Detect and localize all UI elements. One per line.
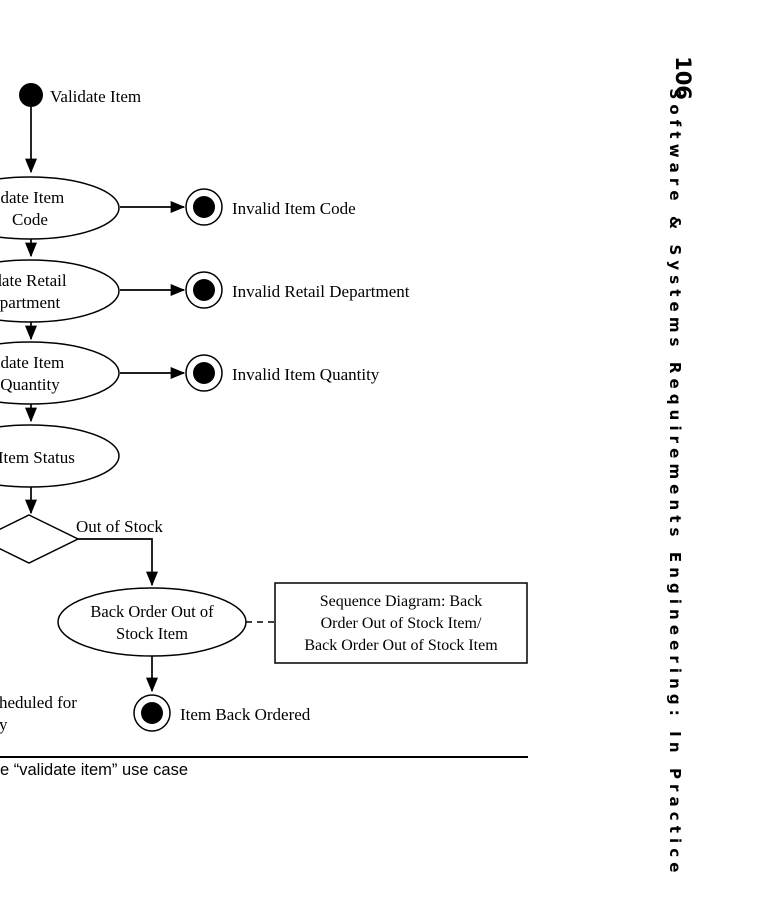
end-node-invalid-retail-department: Invalid Retail Department [185,271,410,309]
end-node-invalid-retail-department-label: Invalid Retail Department [232,282,410,301]
activity-validate-item-code-line1: idate Item [0,188,64,207]
edge-label-out-of-stock: Out of Stock [76,517,163,536]
decision-diamond [0,514,80,564]
start-node-label: Validate Item [50,87,141,106]
end-node-invalid-item-quantity-label: Invalid Item Quantity [232,365,380,384]
end-node-invalid-item-code-label: Invalid Item Code [232,199,356,218]
sequence-diagram-note: Sequence Diagram: Back Order Out of Stoc… [274,582,528,664]
activity-validate-retail-department: date Retail partment [0,259,120,323]
end-node-invalid-item-quantity: Invalid Item Quantity [185,354,380,392]
start-node: Validate Item [19,83,141,107]
activity-validate-item-code: idate Item Code [0,176,120,240]
activity-validate-retail-department-line2: partment [0,293,60,312]
activity-validate-item-quantity-line2: Quantity [0,375,60,394]
clipped-branch-label: heduled for y [0,693,77,734]
activity-back-order-line2: Stock Item [116,624,188,643]
activity-back-order-line1: Back Order Out of [90,602,214,621]
note-line-2: Order Out of Stock Item/ [321,615,482,632]
activity-validate-retail-department-line1: date Retail [0,271,67,290]
note-line-1: Sequence Diagram: Back [320,593,483,610]
note-line-3: Back Order Out of Stock Item [304,637,498,654]
clipped-branch-label-line2: y [0,715,8,734]
edge-out-of-stock [78,538,158,587]
clipped-branch-label-line1: heduled for [0,693,77,712]
end-node-invalid-item-code: Invalid Item Code [185,188,356,226]
end-node-item-back-ordered: Item Back Ordered [133,694,311,732]
activity-validate-item-code-line2: Code [12,210,48,229]
end-node-item-back-ordered-label: Item Back Ordered [180,705,311,724]
activity-back-order-out-of-stock-item: Back Order Out of Stock Item [57,587,247,657]
activity-diagram: Validate Item idate Item Code date Retai… [0,83,528,734]
activity-check-item-status-line1: k Item Status [0,448,75,467]
activity-validate-item-quantity-line1: idate Item [0,353,64,372]
caption-rule [0,756,528,758]
activity-validate-item-quantity: idate Item Quantity [0,341,120,405]
figure-caption: e “validate item” use case [0,761,189,779]
running-title: Software & Systems Requirements Engineer… [666,88,684,878]
activity-check-item-status: k Item Status [0,424,120,488]
